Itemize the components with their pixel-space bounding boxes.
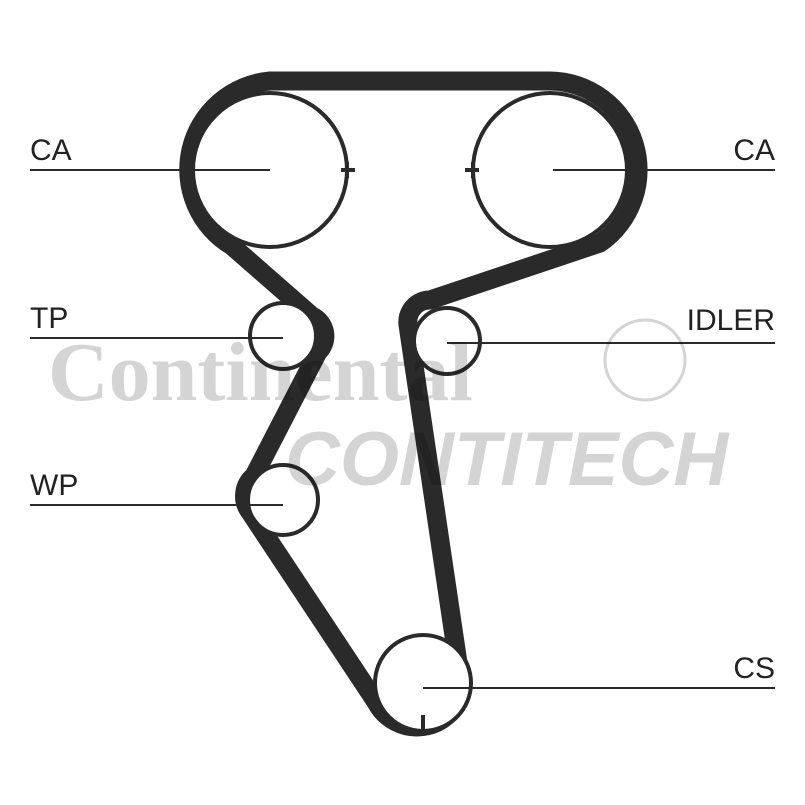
label-wp: WP xyxy=(30,469,78,502)
label-ca-left: CA xyxy=(30,134,72,167)
leader-lines xyxy=(30,169,775,689)
label-tp: TP xyxy=(30,302,68,335)
idler-pulley xyxy=(412,306,482,376)
watermark-contitech: CONTITECH xyxy=(285,417,730,502)
label-idler: IDLER xyxy=(687,304,775,337)
tensioner-pulley xyxy=(248,301,318,371)
crankshaft-pulley xyxy=(373,633,473,733)
timing-marks xyxy=(341,162,479,730)
watermark-continental: Continental xyxy=(48,326,473,419)
label-cs: CS xyxy=(733,652,775,685)
label-ca-right: CA xyxy=(733,134,775,167)
water-pump-pulley xyxy=(246,463,320,537)
horse-logo-icon xyxy=(603,318,687,402)
watermark: Continental CONTITECH xyxy=(48,318,730,502)
